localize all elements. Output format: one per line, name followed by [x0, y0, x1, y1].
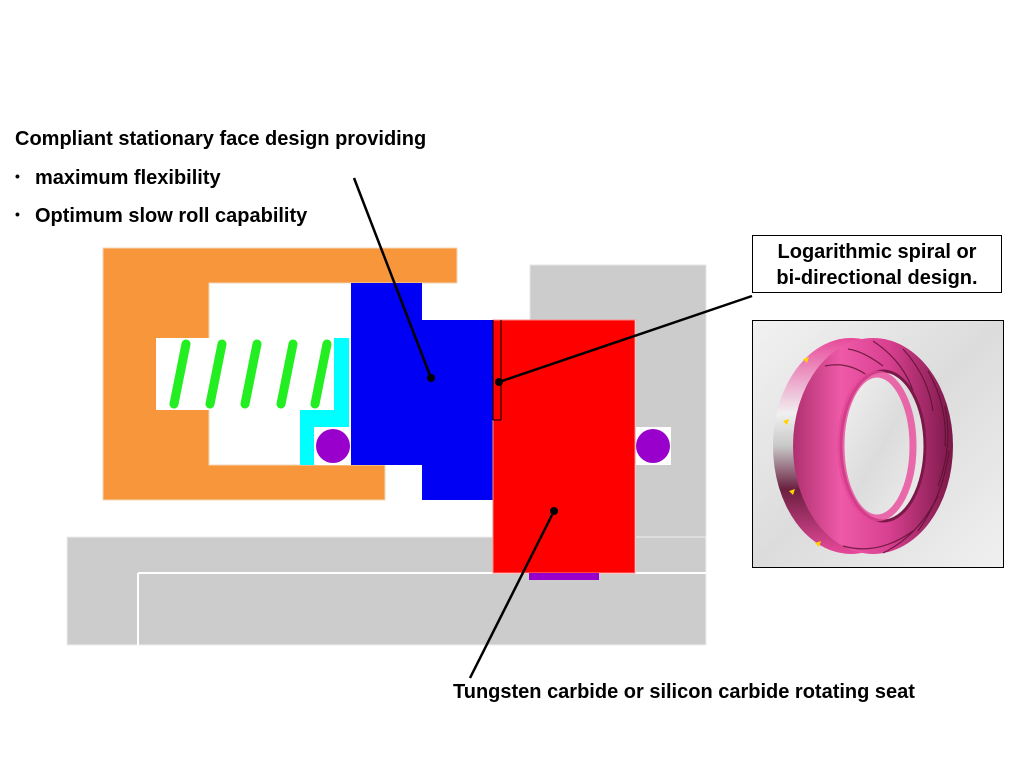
leader-dot: [495, 378, 503, 386]
spiral-groove: [937, 405, 949, 487]
leader-seat: [468, 510, 556, 679]
rotating-seat: [492, 319, 636, 574]
seal-ring-illustration: [753, 321, 1003, 567]
spring-coil: [276, 339, 298, 409]
spring-coil: [205, 339, 227, 409]
spring-coil: [310, 339, 332, 409]
spiral-callout-box: Logarithmic spiral or bi-directional des…: [752, 235, 1002, 293]
groove-marker: [783, 419, 789, 425]
stationary-housing: [102, 247, 458, 501]
spiral-groove: [927, 370, 946, 447]
groove-marker: [789, 489, 795, 495]
seat-gasket: [529, 573, 599, 580]
spiral-grooves: [824, 340, 950, 554]
spiral-groove: [824, 364, 869, 377]
bullet-text: Optimum slow roll capability: [35, 205, 308, 227]
leader-dot: [427, 374, 435, 382]
o-ring-right: [636, 429, 670, 463]
groove-markers: [783, 357, 821, 547]
leader-stationary-face: [352, 177, 433, 379]
spiral-groove: [847, 348, 884, 367]
spiral-groove: [842, 530, 914, 550]
bullet-item: • maximum flexibility: [15, 167, 221, 190]
ring-bore-wall: [837, 370, 917, 522]
seal-ring-photo: [752, 320, 1004, 568]
bullet-dot: •: [15, 206, 20, 222]
bullet-text: maximum flexibility: [35, 167, 221, 189]
bullet-dot: •: [15, 168, 20, 184]
springs: [169, 339, 332, 409]
bullet-item: • Optimum slow roll capability: [15, 205, 307, 228]
leader-spiral: [498, 294, 753, 384]
spiral-groove: [872, 340, 914, 392]
spiral-groove: [902, 348, 934, 412]
spiral-groove: [917, 450, 950, 532]
groove-marker: [815, 541, 821, 547]
spiral-callout-line2: bi-directional design.: [776, 267, 978, 289]
stationary-face: [351, 283, 493, 500]
o-ring-left: [316, 429, 350, 463]
heading: Compliant stationary face design providi…: [15, 128, 427, 150]
seat-callout: Tungsten carbide or silicon carbide rota…: [453, 681, 915, 703]
groove-marker: [803, 357, 809, 363]
spiral-callout-line1: Logarithmic spiral or: [777, 241, 977, 263]
spiral-groove: [882, 495, 939, 554]
spring-coil: [240, 339, 262, 409]
leader-dot: [550, 507, 558, 515]
spring-coil: [169, 339, 191, 409]
